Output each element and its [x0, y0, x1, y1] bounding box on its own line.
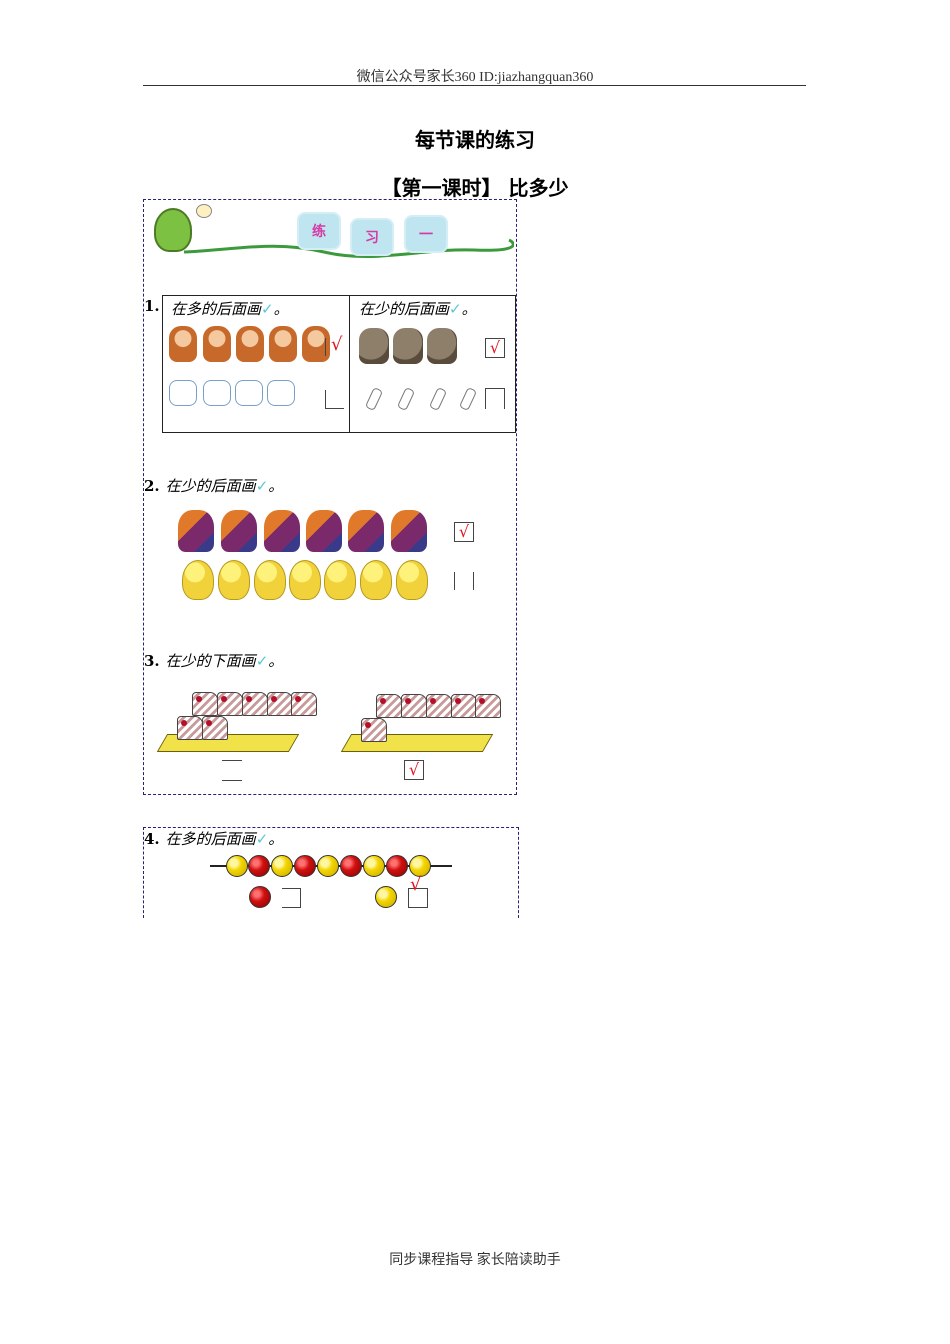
question-4-frame: 4.在多的后面画✓。 √ [143, 827, 519, 918]
page-header-text: 微信公众号家长360 ID:jiazhangquan360 [356, 70, 594, 85]
answer-box-tray-2[interactable]: √ [404, 760, 424, 780]
rooster-icon [391, 510, 427, 552]
banner-tile-3: 一 [406, 217, 446, 251]
bone-icon [458, 386, 478, 412]
cake-icon [361, 718, 387, 742]
question-2-instruction: 2.在少的后面画✓。 [144, 477, 284, 495]
bone-icon [396, 386, 416, 412]
practice-banner: 练 习 一 [144, 200, 516, 270]
red-bead-icon [294, 855, 316, 877]
answer-box-rooster[interactable]: √ [454, 522, 474, 542]
yellow-bead-icon [317, 855, 339, 877]
cyan-tick-icon: ✓ [255, 830, 269, 848]
header-divider [143, 85, 806, 86]
rooster-icon [178, 510, 214, 552]
question-1-divider [349, 296, 350, 432]
banner-tile-1: 练 [299, 214, 339, 248]
cyan-tick-icon: ✓ [449, 300, 462, 318]
question-4-instruction: 4.在多的后面画✓。 [144, 830, 284, 848]
red-bead-icon [249, 886, 271, 908]
bone-icon [364, 386, 384, 412]
cake-icon [475, 694, 501, 718]
yellow-bead-icon [271, 855, 293, 877]
duck-icon [396, 560, 428, 600]
question-3-instruction: 3.在少的下面画✓。 [144, 652, 284, 670]
duck-icon [254, 560, 286, 600]
cake-icon [217, 692, 243, 716]
duck-icon [218, 560, 250, 600]
yellow-bead-icon [363, 855, 385, 877]
cyan-tick-icon: ✓ [255, 652, 269, 670]
yellow-bead-icon [226, 855, 248, 877]
duck-icon [360, 560, 392, 600]
cat-icon [235, 380, 263, 406]
bone-icon [428, 386, 448, 412]
cake-icon [451, 694, 477, 718]
page-footer-text: 同步课程指导 家长陪读助手 [389, 1253, 561, 1268]
dog-icon [359, 328, 389, 364]
answer-box-yellow[interactable] [408, 888, 428, 908]
pencil-mascot-icon [154, 208, 192, 252]
question-1-number: 1. [144, 297, 160, 315]
cat-icon [203, 380, 231, 406]
rooster-icon [306, 510, 342, 552]
cake-icon [267, 692, 293, 716]
yellow-bead-icon [409, 855, 431, 877]
document-subtitle: 【第一课时】 比多少 [381, 176, 569, 200]
monkey-icon [236, 326, 264, 362]
cake-icon [192, 692, 218, 716]
cyan-tick-icon: ✓ [261, 300, 274, 318]
cake-icon [242, 692, 268, 716]
yellow-bead-icon [375, 886, 397, 908]
answer-box-red[interactable] [282, 888, 301, 908]
monkey-icon [203, 326, 231, 362]
red-check-icon: √ [410, 874, 422, 895]
green-line-decoration [183, 238, 514, 258]
cake-icon [376, 694, 402, 718]
question-1a-instruction: 在多的后面画✓。 [171, 300, 289, 318]
cyan-tick-icon: ✓ [255, 477, 269, 495]
dog-icon [427, 328, 457, 364]
question-1b-instruction: 在少的后面画✓。 [359, 300, 477, 318]
cat-icon [169, 380, 197, 406]
rooster-icon [264, 510, 300, 552]
dog-icon [393, 328, 423, 364]
question-1-table: 在多的后面画✓。 √ 在少的后面画✓。 √ [162, 295, 516, 433]
red-check-icon: √ [331, 334, 343, 355]
monkey-icon [169, 326, 197, 362]
cat-icon [267, 380, 295, 406]
cake-icon [202, 716, 228, 740]
duck-icon [324, 560, 356, 600]
worksheet-image-frame: 练 习 一 1. 在多的后面画✓。 √ 在少的后面画✓。 √ [143, 199, 517, 795]
cake-icon [426, 694, 452, 718]
duck-icon [182, 560, 214, 600]
mascot-hand-icon [196, 204, 212, 218]
answer-box-bone[interactable] [485, 388, 505, 409]
answer-box-cat[interactable] [325, 390, 344, 409]
cake-icon [401, 694, 427, 718]
duck-icon [289, 560, 321, 600]
document-title: 每节课的练习 [415, 128, 535, 152]
answer-box-tray-1[interactable] [222, 760, 242, 781]
answer-box-monkey[interactable] [325, 338, 344, 356]
cake-icon [177, 716, 203, 740]
answer-box-duck[interactable] [454, 572, 474, 590]
rooster-icon [348, 510, 384, 552]
red-bead-icon [340, 855, 362, 877]
rooster-icon [221, 510, 257, 552]
banner-tile-2: 习 [352, 220, 392, 254]
monkey-icon [269, 326, 297, 362]
cake-icon [291, 692, 317, 716]
red-bead-icon [248, 855, 270, 877]
answer-box-dog[interactable]: √ [485, 338, 505, 358]
red-bead-icon [386, 855, 408, 877]
